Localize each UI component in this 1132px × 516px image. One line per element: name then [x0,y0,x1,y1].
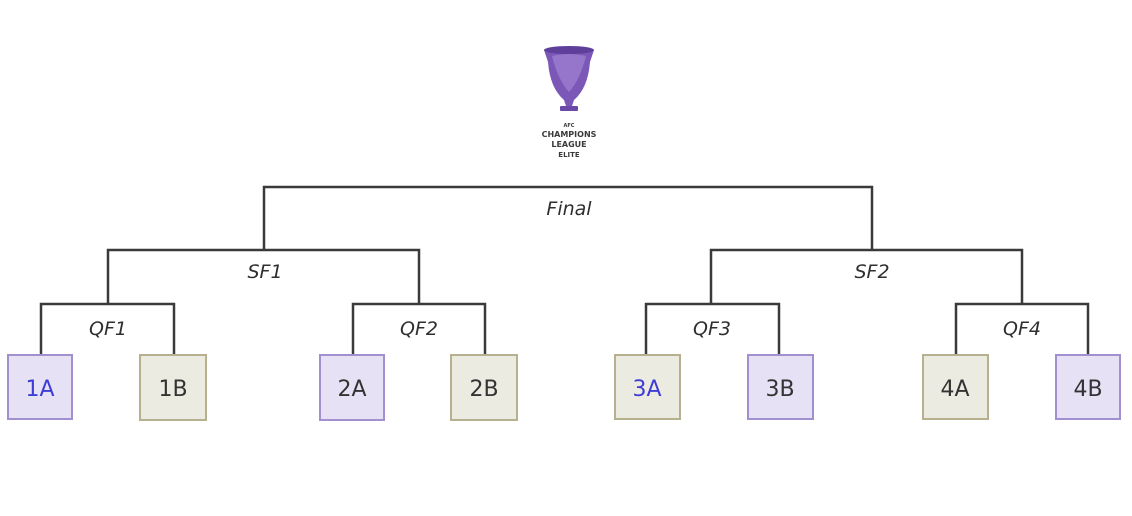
team-box-2a: 2A [319,354,385,421]
team-2a-label: 2A [337,377,366,402]
qf3-label: QF3 [693,318,731,340]
team-1a-box [7,354,73,420]
team-box-4a: 4A [922,354,989,420]
team-4a-box [922,354,989,420]
team-4b-box [1055,354,1121,420]
team-3a-label: 3A [632,377,661,402]
team-box-4b: 4B [1055,354,1121,420]
logo-afc-text: AFC [564,123,575,129]
team-3a-box [614,354,681,420]
team-3b-label: 3B [765,377,794,402]
champions-league-logo: AFC CHAMPIONS LEAGUE ELITE [542,46,597,159]
team-box-3a: 3A [614,354,681,420]
qf2-label: QF2 [400,318,438,340]
team-3b-box [747,354,814,420]
team-1b-box [139,354,207,421]
final-connector [262,185,874,250]
final-label: Final [546,198,592,220]
logo-elite-text: ELITE [558,151,580,159]
qf4-label: QF4 [1003,318,1041,340]
sf1-connector [106,248,421,304]
team-4a-label: 4A [940,377,969,402]
qf2-connector [351,302,487,355]
sf2-connector [709,248,1024,304]
team-4b-label: 4B [1073,377,1102,402]
team-2b-label: 2B [469,377,498,402]
trophy-icon [544,46,594,111]
sf1-label: SF1 [247,261,282,283]
team-1a-label: 1A [25,377,54,402]
qf1-connector [39,302,176,355]
logo-champions-text: CHAMPIONS [542,130,597,139]
team-1b-label: 1B [158,377,187,402]
qf1-label: QF1 [89,318,127,340]
team-box-2b: 2B [450,354,518,421]
team-2a-box [319,354,385,421]
team-2b-box [450,354,518,421]
qf4-connector [954,302,1090,355]
logo-league-text: LEAGUE [551,140,586,149]
qf3-connector [644,302,781,355]
team-box-1b: 1B [139,354,207,421]
team-box-3b: 3B [747,354,814,420]
team-box-1a: 1A [7,354,73,420]
sf2-label: SF2 [854,261,889,283]
